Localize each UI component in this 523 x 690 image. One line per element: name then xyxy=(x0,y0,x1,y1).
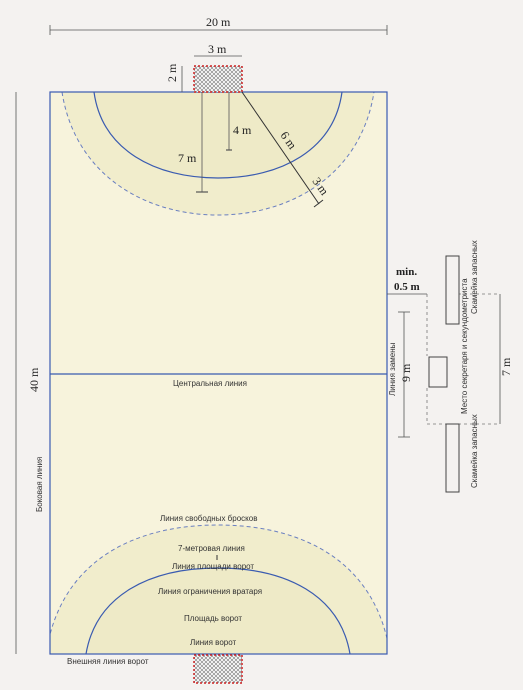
goal-area-label: Площадь ворот xyxy=(184,614,242,623)
side-line-label: Боковая линия xyxy=(35,457,44,512)
bottom-goal xyxy=(193,654,243,684)
goal-depth-dimension: 2 m xyxy=(165,63,179,82)
bench-bottom-label: Скамейка запасных xyxy=(470,414,479,488)
free-throw-line-label: Линия свободных бросков xyxy=(160,514,257,523)
bench-top-label: Скамейка запасных xyxy=(470,240,479,314)
goal-line-label: Линия ворот xyxy=(190,638,236,647)
bench-top xyxy=(445,255,460,325)
width-dimension: 20 m xyxy=(206,15,231,29)
substitution-line-label: Линия замены xyxy=(388,342,397,396)
goal-area-line-label: Линия площади ворот xyxy=(172,562,254,571)
goal-width-dimension: 3 m xyxy=(208,42,227,56)
min-label: min. xyxy=(396,266,417,278)
timekeeper-label: Место секретаря и секундометриста xyxy=(460,278,469,414)
goalkeeper-limit-line-label: Линия ограничения вратаря xyxy=(158,587,262,596)
substitution-dimension: 9 m xyxy=(399,363,413,382)
bench-distance-dimension: 7 m xyxy=(499,357,513,376)
bench-bottom xyxy=(445,423,460,493)
goalkeeper-line-dimension: 4 m xyxy=(233,123,252,137)
bottom-goal-area-line xyxy=(85,567,351,654)
timekeeper-table xyxy=(428,356,448,388)
outer-goal-line-label: Внешняя линия ворот xyxy=(67,657,149,666)
length-dimension: 40 m xyxy=(27,367,41,392)
min-value: 0.5 m xyxy=(394,281,420,293)
top-goal-area-line xyxy=(93,92,343,179)
seven-meter-dimension: 7 m xyxy=(178,151,197,165)
seven-m-line-label: 7-метровая линия xyxy=(178,544,245,553)
center-line-label: Центральная линия xyxy=(173,379,247,388)
top-goal xyxy=(193,65,243,93)
